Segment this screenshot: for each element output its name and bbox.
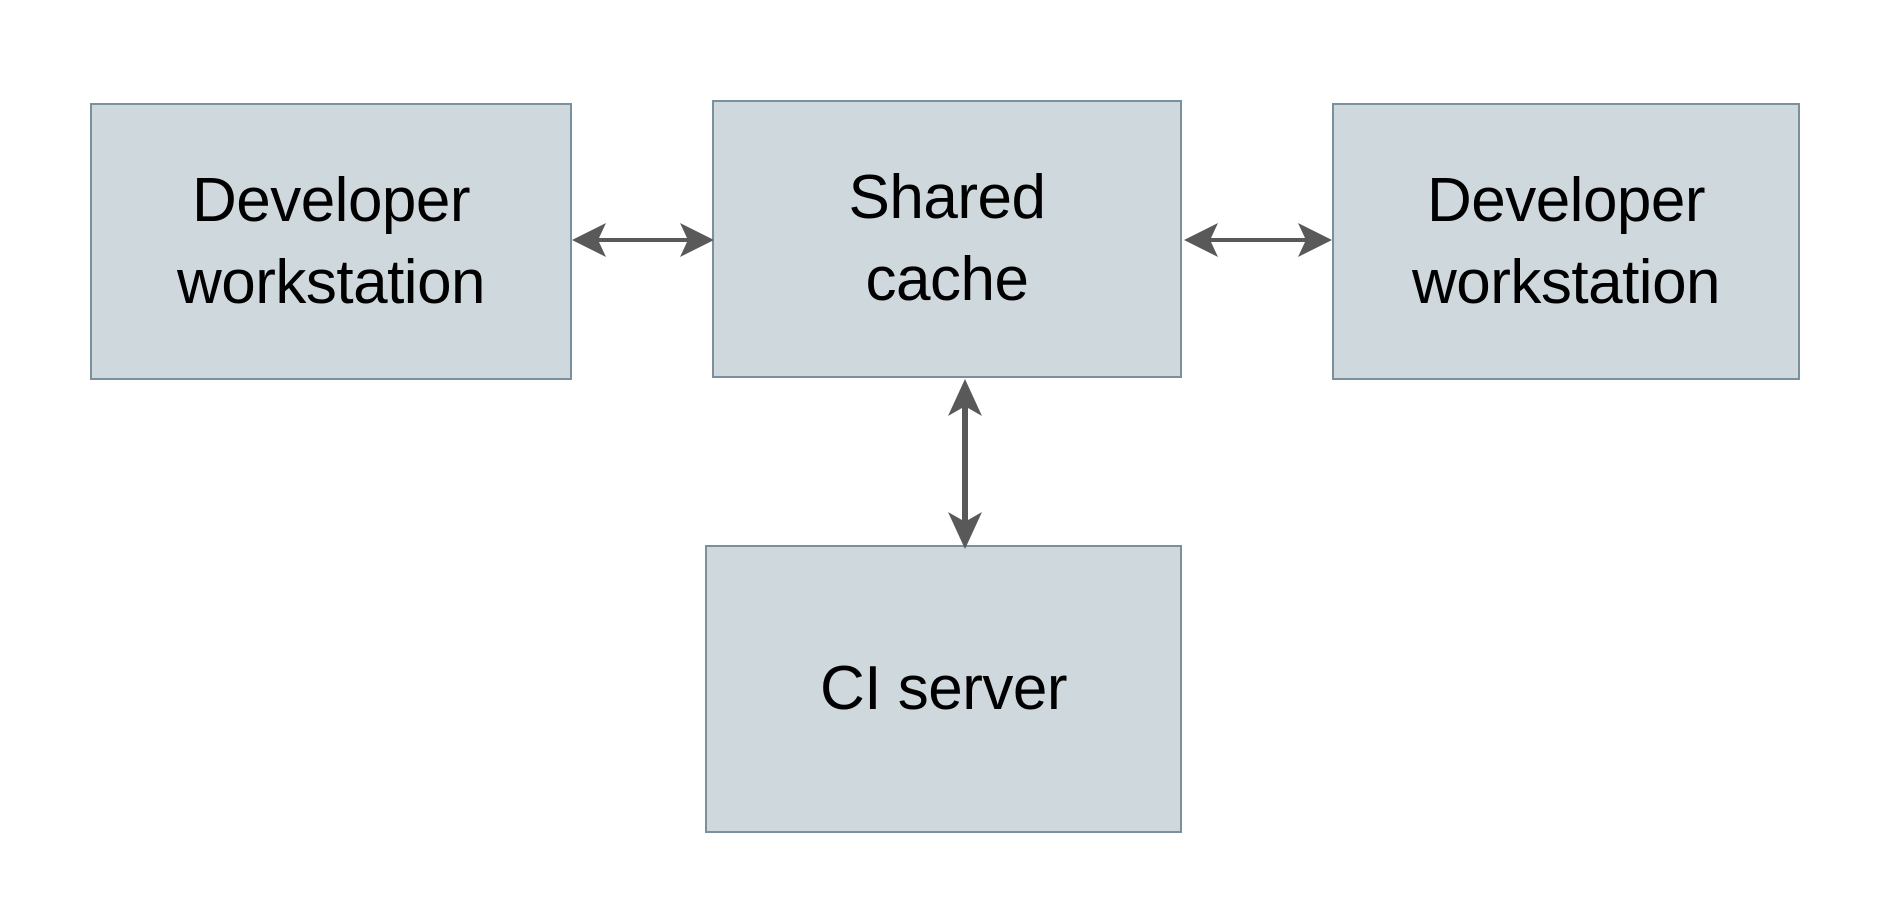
edge-developer-left-to-shared-cache[interactable]	[566, 214, 720, 266]
node-developer-workstation-left[interactable]: Developer workstation	[90, 103, 572, 380]
double-arrow-horizontal-icon	[1184, 223, 1332, 257]
node-shared-cache[interactable]: Shared cache	[712, 100, 1182, 378]
double-arrow-vertical-icon	[948, 379, 982, 549]
node-developer-workstation-right[interactable]: Developer workstation	[1332, 103, 1800, 380]
double-arrow-horizontal-icon	[572, 223, 714, 257]
edge-shared-cache-to-ci-server[interactable]	[939, 374, 991, 554]
edge-shared-cache-to-developer-right[interactable]	[1178, 214, 1338, 266]
node-ci-server[interactable]: CI server	[705, 545, 1182, 833]
